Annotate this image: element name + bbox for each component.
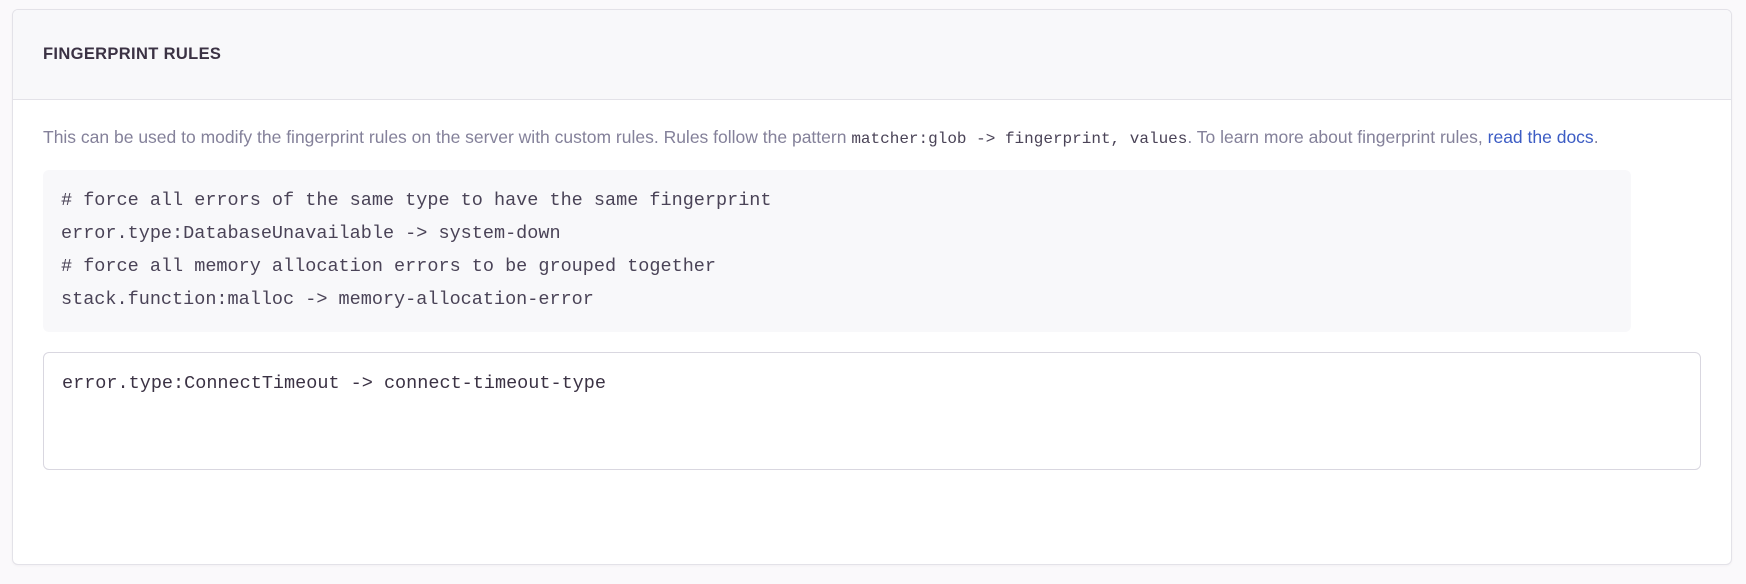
- description-text-end: .: [1593, 127, 1599, 147]
- fingerprint-rules-panel: FINGERPRINT RULES This can be used to mo…: [12, 9, 1732, 565]
- read-the-docs-link[interactable]: read the docs: [1487, 127, 1594, 147]
- fingerprint-rules-input[interactable]: [43, 352, 1701, 470]
- inline-code-pattern: matcher:glob -> fingerprint, values: [851, 130, 1188, 148]
- code-example-block: # force all errors of the same type to h…: [43, 170, 1631, 332]
- panel-body: This can be used to modify the fingerpri…: [13, 100, 1731, 470]
- panel-description: This can be used to modify the fingerpri…: [43, 122, 1701, 154]
- page-title: FINGERPRINT RULES: [43, 45, 222, 63]
- panel-header: FINGERPRINT RULES: [13, 10, 1731, 100]
- code-line: # force all errors of the same type to h…: [61, 190, 772, 211]
- description-text-after-code: . To learn more about fingerprint rules,: [1187, 127, 1488, 147]
- code-line: stack.function:malloc -> memory-allocati…: [61, 289, 594, 310]
- code-line: error.type:DatabaseUnavailable -> system…: [61, 223, 561, 244]
- code-line: # force all memory allocation errors to …: [61, 256, 717, 277]
- description-text-before-code: This can be used to modify the fingerpri…: [43, 127, 852, 147]
